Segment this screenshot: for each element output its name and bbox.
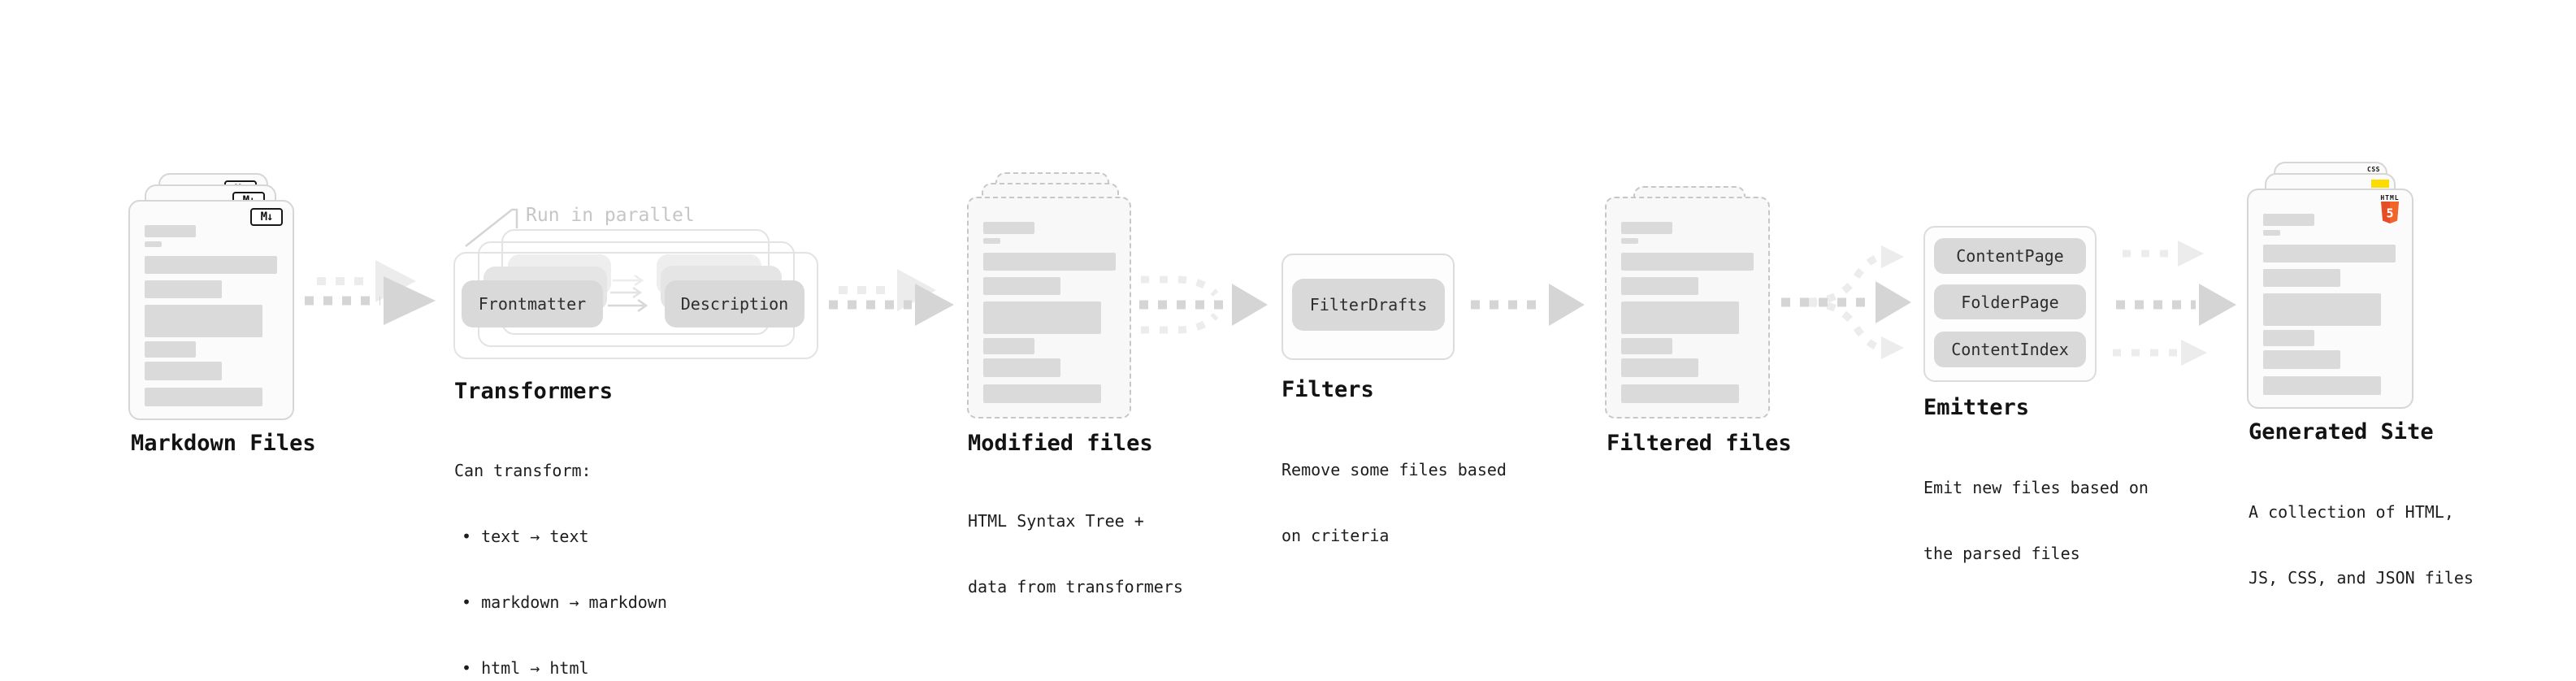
arrow-emitters-to-generated [2113,241,2236,366]
placeholder-bar [2263,230,2280,236]
placeholder-bar [1621,222,1672,234]
arrow-modified-to-filters [1139,275,1268,334]
modified-files-description: HTML Syntax Tree + data from transformer… [968,466,1183,642]
modified-file-card-front [967,197,1131,419]
doc-text-placeholder [145,202,283,406]
placeholder-bar [983,277,1060,295]
filtered-files-label: Filtered files [1607,431,1792,456]
transformers-label: Transformers [454,379,614,404]
emitter-pill-contentindex: ContentIndex [1934,332,2086,367]
description-line: A collection of HTML, [2249,502,2454,522]
placeholder-bar [983,301,1101,334]
doc-text-placeholder [1621,198,1759,403]
placeholder-bar [145,305,262,337]
placeholder-bar [1621,384,1739,403]
arrow-transformers-to-modified [829,269,954,326]
description-line: Remove some files based [1281,460,1507,479]
arrow-filtered-to-emitters [1781,245,1911,359]
description-line: data from transformers [968,577,1183,596]
placeholder-bar [2263,293,2381,326]
placeholder-bar [145,388,262,406]
doc-text-placeholder [983,198,1121,403]
filter-pill-filterdrafts: FilterDrafts [1292,279,1445,331]
placeholder-bar [2263,350,2340,369]
run-in-parallel-annotation: Run in parallel [526,205,695,226]
description-line: on criteria [1281,526,1390,545]
filtered-file-card-front [1605,197,1770,419]
placeholder-bar [2263,245,2396,262]
placeholder-bar [145,256,277,274]
generated-site-label: Generated Site [2249,419,2434,445]
html5-wordmark: HTML [2380,194,2400,202]
placeholder-bar [145,280,222,298]
markdown-file-card-front: M↓ [128,200,294,420]
generated-file-card-front: HTML 5 [2247,189,2413,409]
can-transform-heading: Can transform: [454,461,592,480]
description-line: Emit new files based on [1923,478,2149,497]
bullet-line: • text → text [462,527,589,546]
placeholder-bar [1621,358,1698,377]
markdown-files-label: Markdown Files [131,431,316,456]
description-line: the parsed files [1923,544,2080,563]
placeholder-bar [1621,277,1698,295]
emitter-pill-folderpage: FolderPage [1934,284,2086,319]
transformer-parallel-arrows [608,274,648,313]
run-in-parallel-leader-line [465,208,518,247]
placeholder-bar [983,253,1116,271]
description-line: HTML Syntax Tree + [968,511,1144,531]
placeholder-bar [1621,301,1739,334]
placeholder-bar [983,238,1000,244]
placeholder-bar [145,341,196,358]
placeholder-bar [1621,253,1754,271]
placeholder-bar [1621,338,1672,354]
transformers-description: Can transform: • text → text • markdown … [454,416,667,681]
placeholder-bar [2263,376,2381,395]
emitters-description: Emit new files based on the parsed files [1923,433,2149,609]
html5-numeral: 5 [2386,206,2393,221]
arrow-markdown-to-transformers [305,260,436,325]
transformer-pill-frontmatter: Frontmatter [462,280,603,327]
doc-text-placeholder [2263,190,2401,395]
generated-site-description: A collection of HTML, JS, CSS, and JSON … [2249,458,2474,633]
transformer-frame-front [453,252,818,359]
filters-description: Remove some files based on criteria [1281,415,1507,591]
html5-shield: 5 [2381,202,2399,223]
arrow-filters-to-filtered [1471,284,1585,326]
html5-icon: HTML 5 [2380,194,2400,223]
placeholder-bar [145,241,162,247]
description-line: JS, CSS, and JSON files [2249,568,2474,588]
placeholder-bar [983,384,1101,403]
placeholder-bar [145,225,196,237]
placeholder-bar [2263,330,2314,346]
emitter-pill-contentpage: ContentPage [1934,238,2086,274]
placeholder-bar [2263,269,2340,287]
javascript-icon [2371,180,2389,188]
modified-files-label: Modified files [968,431,1153,456]
bullet-line: • html → html [462,658,589,678]
bullet-line: • markdown → markdown [462,592,667,612]
placeholder-bar [1621,238,1638,244]
placeholder-bar [983,358,1060,377]
placeholder-bar [2263,214,2314,226]
css-wordmark: CSS [2367,166,2380,173]
emitters-label: Emitters [1923,395,2030,420]
markdown-icon: M↓ [250,208,283,226]
placeholder-bar [145,362,222,380]
transformer-pill-description: Description [665,280,804,327]
placeholder-bar [983,222,1034,234]
placeholder-bar [983,338,1034,354]
filters-label: Filters [1281,377,1374,402]
